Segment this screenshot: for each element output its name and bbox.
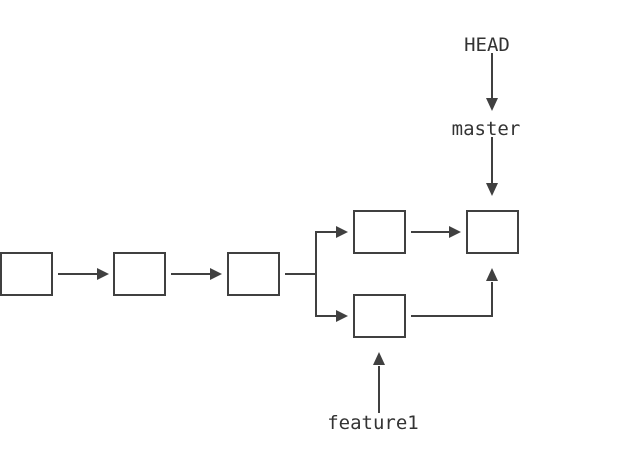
feature1-pointer-arrow	[373, 352, 385, 413]
edge-5-to-6	[411, 268, 498, 317]
edge-4-to-6	[411, 226, 461, 238]
edge-1-to-2	[58, 268, 109, 280]
head-label: HEAD	[464, 34, 510, 56]
edge-3-to-5	[315, 274, 348, 322]
commit-box-5	[353, 294, 406, 338]
commit-box-4	[353, 210, 406, 254]
commit-box-1	[0, 252, 53, 296]
commit-box-2	[113, 252, 166, 296]
edge-2-to-3	[171, 268, 222, 280]
commit-box-3	[227, 252, 280, 296]
master-branch-label: master	[452, 118, 521, 140]
commit-box-6	[466, 210, 519, 254]
head-pointer-arrow	[486, 53, 498, 111]
edge-3-to-4	[285, 226, 348, 275]
feature1-branch-label: feature1	[327, 412, 419, 434]
master-pointer-arrow	[486, 137, 498, 196]
